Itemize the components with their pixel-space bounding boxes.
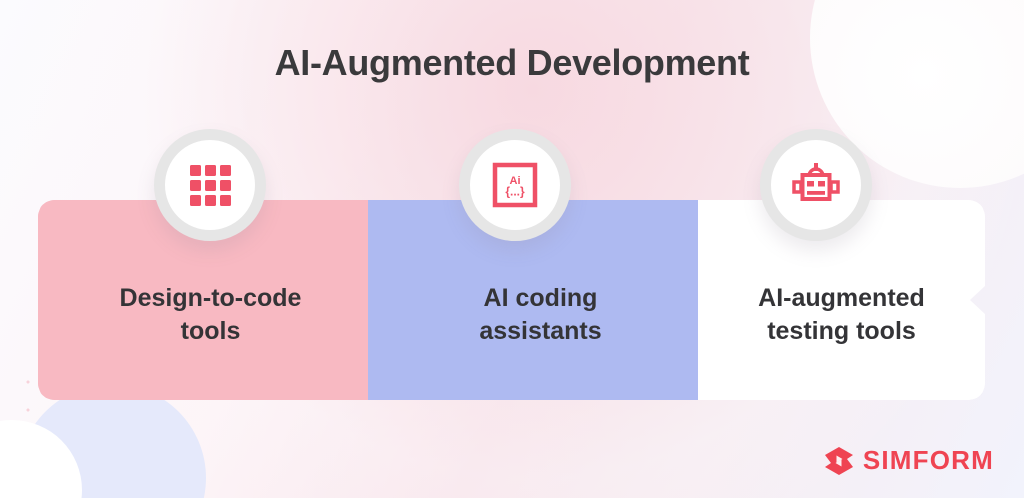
step-label-1: Design-to-code tools bbox=[119, 284, 302, 345]
simform-bolt-mark bbox=[824, 446, 853, 475]
svg-text:Ai: Ai bbox=[510, 175, 521, 187]
step-label-3: AI-augmented testing tools bbox=[758, 284, 925, 345]
robot-icon bbox=[792, 163, 840, 201]
page-title: AI-Augmented Development bbox=[274, 42, 750, 83]
step-icon-bubble-1 bbox=[154, 129, 266, 241]
step-icon-bubble-2: Ai {...} bbox=[459, 129, 571, 241]
grid-icon bbox=[189, 164, 231, 206]
step-label-2: AI coding assistants bbox=[479, 284, 602, 345]
process-flow: Design-to-code tools AI coding assistant… bbox=[38, 200, 985, 400]
simform-wordmark: SIMFORM bbox=[862, 445, 994, 475]
svg-text:{...}: {...} bbox=[505, 185, 525, 199]
ai-code-block-icon: Ai {...} bbox=[492, 162, 538, 208]
step-icon-bubble-3 bbox=[760, 129, 872, 241]
simform-logo[interactable]: SIMFORM bbox=[824, 445, 994, 476]
